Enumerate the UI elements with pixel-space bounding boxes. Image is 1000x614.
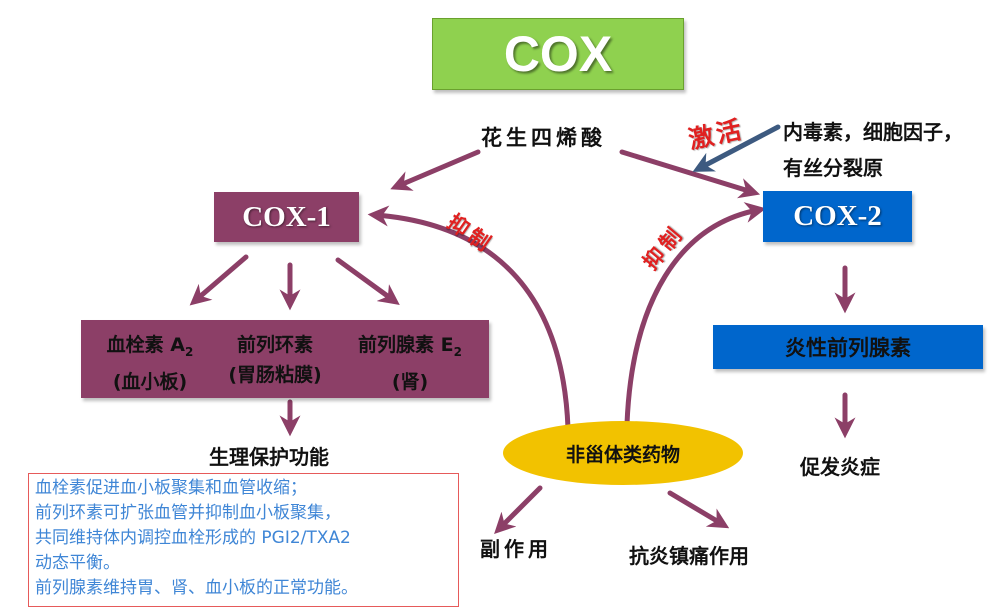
cox2-label: COX-2 <box>793 200 882 232</box>
arrow-cox1-to-pge2 <box>335 257 400 305</box>
arrow-nsaid-to-effect <box>667 490 730 529</box>
note-line-3: 共同维持体内调控血栓形成的 PGI2/TXA2 <box>35 528 351 548</box>
inflammatory-prostaglandin-label: 炎性前列腺素 <box>785 336 911 360</box>
cox1-label: COX-1 <box>242 200 331 233</box>
note-line-4: 动态平衡。 <box>35 553 120 573</box>
arachidonic-acid-label: 花生四烯酸 <box>481 126 606 150</box>
product-site: (血小板) <box>112 370 188 393</box>
product-thromboxane: 血栓素 A2 (血小板) <box>91 330 209 397</box>
arrow-nsaid-inhibits-cox1 <box>367 205 571 431</box>
anti-inflammatory-effect-label: 抗炎镇痛作用 <box>629 544 749 568</box>
product-prostaglandin-e2: 前列腺素 E2 (肾) <box>347 330 473 397</box>
arrow-aa-to-cox2 <box>619 149 761 199</box>
product-site: (胃肠粘膜) <box>228 364 322 386</box>
title-box: COX <box>432 18 684 90</box>
product-subscript: 2 <box>184 344 194 359</box>
page-title: COX <box>503 26 613 82</box>
note-line-5: 前列腺素维持胃、肾、血小板的正常功能。 <box>35 578 358 598</box>
cox2-box: COX-2 <box>763 191 912 242</box>
note-line-1: 血栓素促进血小板聚集和血管收缩； <box>35 478 307 498</box>
explanation-note-box: 血栓素促进血小板聚集和血管收缩； 前列环素可扩张血管并抑制血小板聚集， 共同维持… <box>28 473 459 607</box>
physiological-protection-label: 生理保护功能 <box>209 445 329 469</box>
note-line-2: 前列环素可扩张血管并抑制血小板聚集， <box>35 503 341 523</box>
cox1-products-box: 血栓素 A2 (血小板) 前列环素 (胃肠粘膜) 前列腺素 E2 (肾) <box>81 320 489 398</box>
product-site: (肾) <box>391 370 429 393</box>
stimuli-line-1: 内毒素，细胞因子， <box>783 120 963 144</box>
arrow-activation <box>692 124 781 172</box>
product-prostacyclin: 前列环素 (胃肠粘膜) <box>215 330 335 390</box>
inflammatory-prostaglandin-box: 炎性前列腺素 <box>713 325 983 369</box>
arrow-nsaid-inhibits-cox2 <box>624 202 767 427</box>
side-effect-label: 副作用 <box>480 537 552 561</box>
nsaid-label: 非甾体类药物 <box>565 443 680 466</box>
product-name: 血栓素 A <box>106 334 185 356</box>
product-name: 前列腺素 E <box>358 334 454 356</box>
stimuli-line-2: 有丝分裂原 <box>783 156 883 180</box>
cox1-box: COX-1 <box>214 192 359 242</box>
arrow-nsaid-to-side-effect <box>494 485 543 534</box>
product-name: 前列环素 <box>236 334 313 356</box>
arrow-aa-to-cox1 <box>390 149 481 191</box>
inflammation-label: 促发炎症 <box>800 455 880 479</box>
nsaid-ellipse: 非甾体类药物 <box>503 421 743 485</box>
product-subscript: 2 <box>453 344 462 359</box>
arrow-cox1-to-txa2 <box>189 254 249 306</box>
